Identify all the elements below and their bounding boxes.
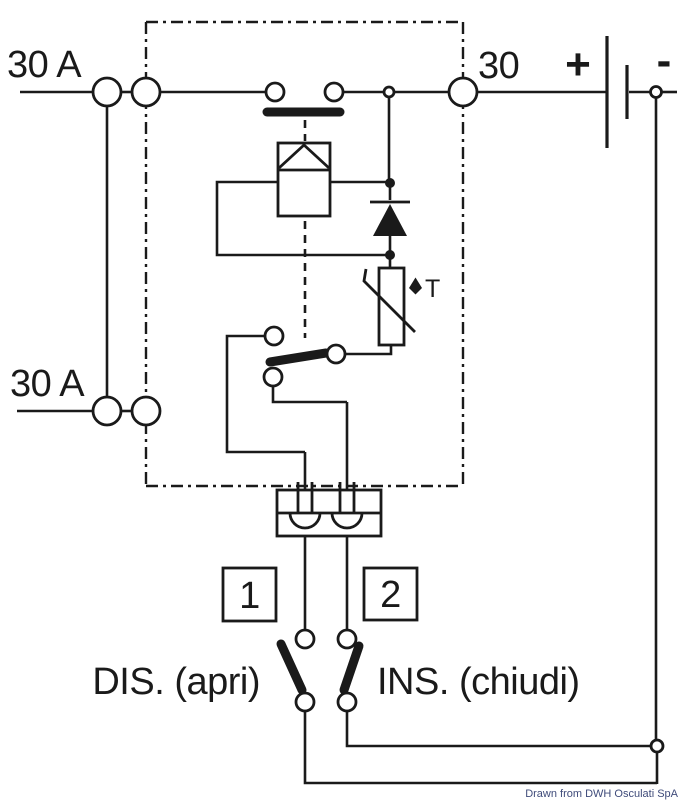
main-contact-left [264,81,286,103]
credit-text: Drawn from DWH Osculati SpA [525,788,678,800]
coil-actuator-triangle [278,143,330,170]
dis-switch-bar [276,639,307,695]
fuse-bottom-label: 30 A [10,363,85,405]
fuse-top-terminal-1 [91,76,123,108]
main-contact-right [323,81,345,103]
fuse-top-terminal-2 [130,76,162,108]
battery-minus-label: - [657,36,672,85]
diode [370,200,410,236]
coil-tap-node [382,85,396,99]
ins-return-wire [345,711,651,748]
dis-return-wire [303,711,657,785]
battery-neg-node [649,85,663,99]
wires [17,90,677,785]
ins-label: INS. (chiudi) [377,661,580,703]
fuse-bottom-terminal-1 [91,395,123,427]
coil-body [276,141,332,218]
pin1-label: 1 [239,575,260,617]
aux-contact-bar [265,348,331,367]
thermistor [362,266,422,347]
aux-contact-right [325,343,347,365]
connector-block [275,482,383,538]
diode-triangle [373,204,407,236]
dis-contact-bottom [294,691,316,713]
battery-plus-label: + [565,40,591,89]
thermistor-bottom-lead [345,345,393,356]
fuse-top-label: 30 A [7,44,82,86]
junction-dot-bottom [385,250,395,260]
thermistor-diamond-icon [409,277,422,295]
aux-contact-upper [263,325,285,347]
socket1-arc [288,512,322,530]
dis-label: DIS. (apri) [92,661,260,703]
aux-lower-wire [271,386,347,404]
socket2-arc [330,512,364,530]
ins-contact-bottom [336,691,358,713]
ins-contact-top [336,628,358,650]
battery [605,36,629,148]
aux-contact-lower [262,366,284,388]
pin2-label: 2 [380,574,401,616]
terminals [91,76,665,754]
negative-return-node [649,738,665,754]
coil-left-loop [215,180,387,257]
thermistor-body [377,266,406,347]
thermistor-diagonal [362,268,416,333]
ins-switch-bar [339,641,364,695]
dis-contact-top [294,628,316,650]
thermistor-label: T [425,275,440,303]
junction-dot-top [385,178,395,188]
pin1-box [221,566,278,623]
relay-coil [276,141,332,218]
pin2-box [362,566,419,622]
terminal-30 [447,76,479,108]
fuse-bottom-terminal-2 [130,395,162,427]
aux-upper-wire [225,334,305,454]
terminal-30-label: 30 [478,45,519,87]
